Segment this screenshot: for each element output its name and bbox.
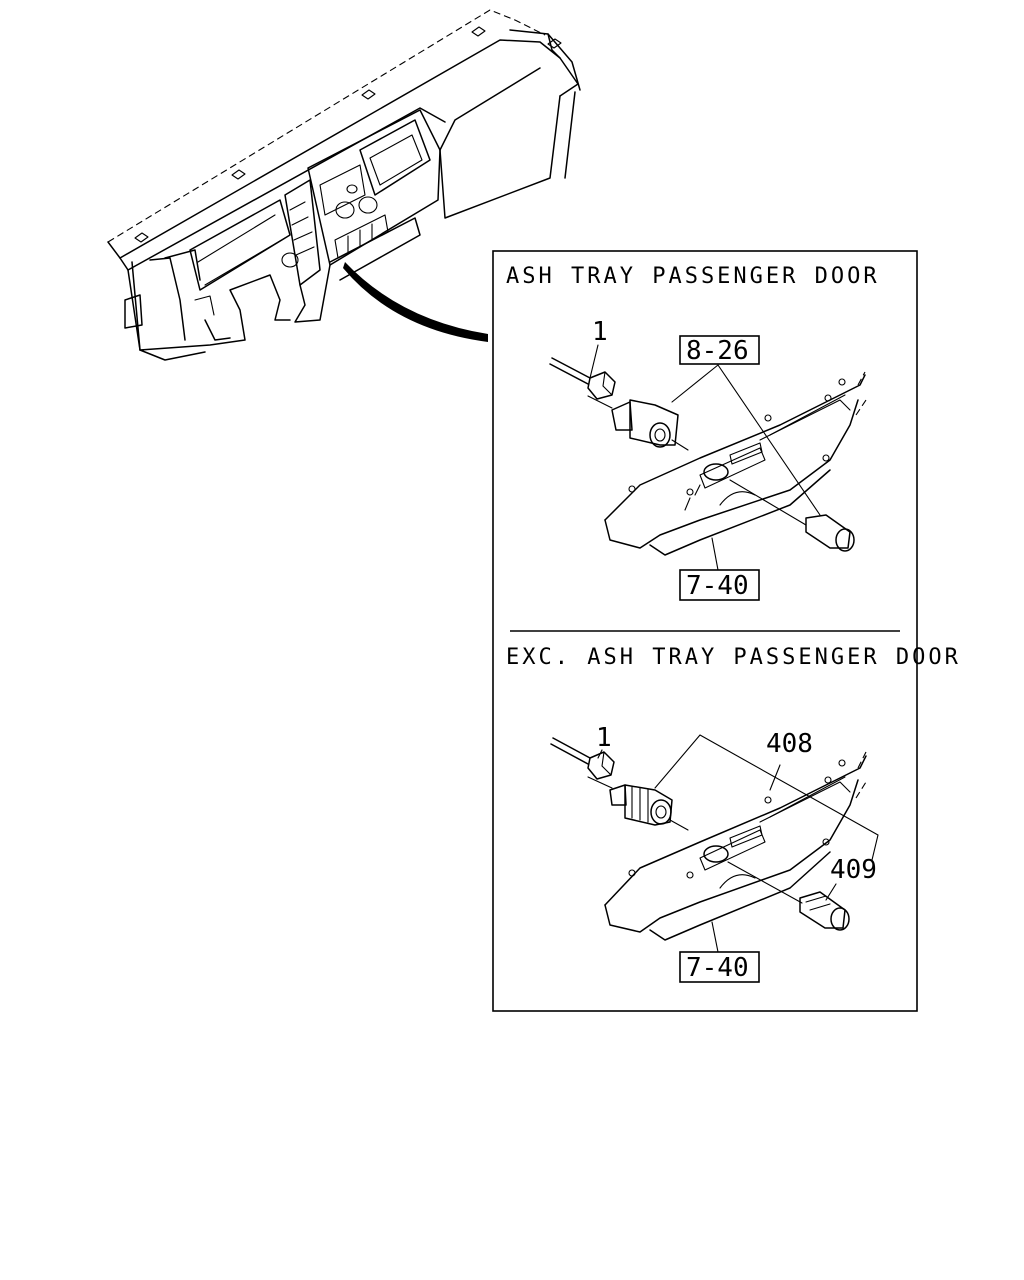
section-top-heading: ASH TRAY PASSENGER DOOR [506,264,880,289]
bezel-panel-bottom [604,751,867,941]
section-top: ASH TRAY PASSENGER DOOR 1 8-26 [506,264,880,601]
section-bottom: EXC. ASH TRAY PASSENGER DOOR 1 408 [506,645,961,983]
ref-box-7-40-bottom [679,951,760,983]
ref-box-7-40-top [679,569,760,601]
lighter-knob-top [805,514,855,552]
leader-wedge [343,262,488,342]
dashboard-assembly [107,9,581,361]
callout-part-408: 408 [766,729,813,759]
callout-ref-8-26: 8-26 [686,336,749,366]
lighter-knob-bottom [799,891,850,931]
cigarette-socket-bottom [609,784,673,826]
cigarette-socket-top [611,399,679,448]
callout-part-1-bottom: 1 [596,723,612,753]
detail-frame [492,250,918,1012]
callout-part-1-top: 1 [592,317,608,347]
connector-part-1-bottom [550,737,615,780]
callout-ref-7-40-bottom: 7-40 [686,953,749,983]
callout-part-409: 409 [830,855,877,885]
section-bottom-heading: EXC. ASH TRAY PASSENGER DOOR [506,645,961,670]
ref-box-8-26 [679,335,760,365]
callout-ref-7-40-top: 7-40 [686,571,749,601]
bezel-panel-top [604,371,867,556]
connector-part-1-top [549,357,616,400]
